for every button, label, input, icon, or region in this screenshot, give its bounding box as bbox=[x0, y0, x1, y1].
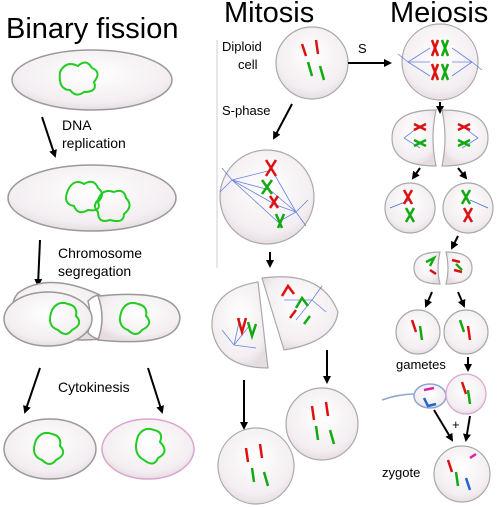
arrow-s-phase bbox=[273, 103, 293, 140]
arrow-bf-3b bbox=[147, 367, 164, 414]
plus-sign: + bbox=[452, 417, 460, 432]
mitosis-diploid-cell bbox=[275, 26, 349, 100]
arrow-meiosis-3 bbox=[451, 235, 459, 250]
s-label: S bbox=[358, 41, 367, 56]
binary-fission-cell-3 bbox=[3, 281, 181, 347]
arrow-meiosis-4b bbox=[457, 291, 466, 308]
arrow-bf-2 bbox=[34, 239, 43, 287]
arrow-meiosis-2b bbox=[457, 167, 468, 180]
dna-label: DNA bbox=[62, 117, 92, 133]
egg-cell bbox=[445, 373, 487, 415]
mitosis-title: Mitosis bbox=[224, 0, 315, 29]
zygote-label: zygote bbox=[382, 465, 421, 480]
cell-label: cell bbox=[238, 57, 258, 72]
mitosis-anaphase-cell bbox=[211, 276, 339, 369]
zygote-cell bbox=[433, 445, 491, 503]
arrow-fertilization-a bbox=[433, 409, 454, 442]
binary-fission-cell-1 bbox=[11, 49, 173, 111]
binary-fission-daughter-left bbox=[3, 418, 97, 480]
cytokinesis-label: Cytokinesis bbox=[58, 379, 130, 395]
meiosis-division-1-cell bbox=[391, 109, 489, 167]
binary-fission-title: Binary fission bbox=[6, 13, 179, 45]
binary-fission-cell-2 bbox=[7, 164, 177, 232]
arrow-bf-1 bbox=[41, 116, 57, 158]
meiosis-replicated-cell bbox=[397, 23, 483, 101]
segregation-label: segregation bbox=[58, 263, 132, 279]
chromosome-label: Chromosome bbox=[58, 245, 143, 261]
diploid-label: Diploid bbox=[222, 39, 262, 54]
mitosis-daughter-left bbox=[217, 427, 295, 505]
meiosis-secondary-cell-left bbox=[384, 182, 436, 234]
arrow-meiosis-4a bbox=[424, 291, 433, 308]
mitosis-daughter-right bbox=[285, 387, 359, 461]
meiosis-secondary-cell-right bbox=[442, 182, 494, 234]
binary-fission-daughter-right bbox=[101, 418, 195, 480]
arrow-fertilization-b bbox=[463, 415, 471, 442]
arrow-bf-3a bbox=[23, 367, 41, 414]
sperm-cell bbox=[381, 383, 447, 409]
gametes-label: gametes bbox=[396, 357, 446, 372]
arrow-meiosis-2a bbox=[411, 167, 421, 180]
meiosis-division-2-cell bbox=[413, 251, 473, 285]
meiosis-title: Meiosis bbox=[390, 0, 489, 29]
replication-label: replication bbox=[62, 135, 126, 151]
mitosis-metaphase-cell bbox=[219, 149, 315, 245]
meiosis-gamete-right bbox=[443, 309, 489, 355]
meiosis-gamete-left bbox=[395, 309, 441, 355]
s-phase-label: S-phase bbox=[222, 103, 271, 118]
